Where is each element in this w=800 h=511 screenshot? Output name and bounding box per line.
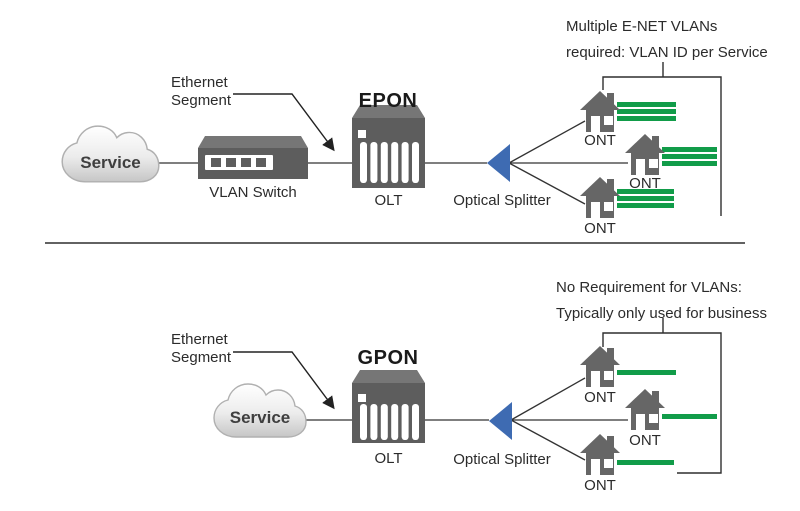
- gpon-ethernet-segment-arrow: [233, 351, 335, 410]
- epon-ont-label-1: ONT: [584, 132, 616, 149]
- gpon-ont-label-3: ONT: [584, 477, 616, 494]
- gpon-olt-icon: [352, 370, 425, 443]
- gpon-ont-house-3: [580, 434, 620, 475]
- epon-vlan-lines-ont-1: [617, 102, 676, 121]
- vlan-switch-icon: [198, 136, 308, 179]
- epon-annotation: Multiple E-NET VLANs required: VLAN ID p…: [566, 14, 768, 66]
- gpon-ont-house-2: [625, 389, 665, 430]
- epon-olt-label: OLT: [374, 192, 403, 209]
- epon-ont-house-1: [580, 91, 620, 132]
- gpon-title: GPON: [357, 347, 419, 369]
- gpon-ont-house-1: [580, 346, 620, 387]
- epon-ethernet-segment-arrow: [233, 93, 335, 152]
- epon-optical-splitter-icon: [487, 144, 510, 182]
- gpon-ont-label-1: ONT: [584, 389, 616, 406]
- epon-ont-label-2: ONT: [629, 175, 661, 192]
- epon-annotation-line-2: required: VLAN ID per Service: [566, 44, 768, 61]
- epon-vlan-lines-ont-2: [662, 147, 717, 166]
- epon-splitter-label: Optical Splitter: [453, 192, 551, 209]
- gpon-vlan-lines-ont-2: [662, 414, 717, 419]
- gpon-ont-label-2: ONT: [629, 432, 661, 449]
- epon-annotation-line-1: Multiple E-NET VLANs: [566, 18, 718, 35]
- epon-connector-lines: [158, 120, 628, 205]
- epon-ont-house-2: [625, 134, 665, 175]
- epon-vlan-lines-ont-3: [617, 189, 674, 208]
- epon-title: EPON: [358, 90, 418, 112]
- gpon-splitter-label: Optical Splitter: [453, 451, 551, 468]
- epon-ethernet-segment-label: Ethernet Segment: [171, 74, 232, 109]
- epon-ont-house-3: [580, 177, 620, 218]
- epon-service-cloud-label: Service: [80, 153, 141, 172]
- gpon-optical-splitter-icon: [489, 402, 512, 440]
- gpon-annotation-bracket: [602, 318, 722, 474]
- gpon-vlan-lines-ont-1: [617, 370, 676, 375]
- gpon-ethernet-segment-label: Ethernet Segment: [171, 331, 232, 366]
- gpon-service-cloud-label: Service: [229, 408, 291, 427]
- epon-annotation-bracket: [602, 62, 722, 216]
- gpon-annotation: No Requirement for VLANs: Typically only…: [556, 275, 767, 327]
- gpon-annotation-line-1: No Requirement for VLANs:: [556, 279, 742, 296]
- gpon-connector-lines: [305, 377, 628, 461]
- gpon-vlan-lines-ont-3: [617, 460, 674, 465]
- vlan-switch-label: VLAN Switch: [209, 184, 297, 201]
- gpon-olt-label: OLT: [374, 450, 403, 467]
- epon-ont-label-3: ONT: [584, 220, 616, 237]
- epon-olt-icon: [352, 105, 425, 188]
- gpon-annotation-line-2: Typically only used for business: [556, 305, 767, 322]
